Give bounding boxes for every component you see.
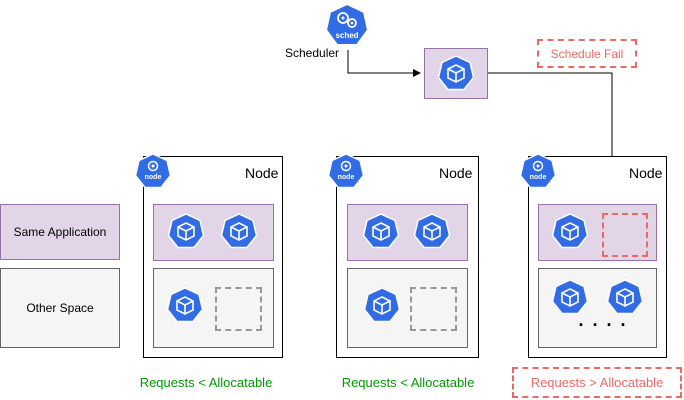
legend-same-application-text: Same Application xyxy=(13,225,107,239)
node-3-badge: node xyxy=(529,174,547,181)
scheduler-arrow xyxy=(347,50,421,77)
node-2-free-slot xyxy=(410,287,457,331)
pod-icon xyxy=(362,213,400,251)
node-1-badge: node xyxy=(144,174,162,181)
scheduler-badge: sched xyxy=(335,31,359,40)
pod-icon xyxy=(606,279,644,317)
node-3-title: Node xyxy=(629,165,663,181)
schedule-fail-text: Schedule Fail xyxy=(550,46,624,61)
pod-icon xyxy=(363,287,401,325)
node-2-badge: node xyxy=(337,174,355,181)
node-3-status: Requests > Allocatable xyxy=(530,375,664,390)
node-3-node-icon: node xyxy=(519,153,557,191)
node-1-status: Requests < Allocatable xyxy=(139,375,273,390)
pending-pod-icon xyxy=(437,55,475,93)
legend-other-space: Other Space xyxy=(0,268,120,348)
pod-icon xyxy=(551,279,589,317)
node-1-free-slot xyxy=(215,287,262,331)
node-2-status: Requests < Allocatable xyxy=(341,375,475,390)
schedule-fail-label: Schedule Fail xyxy=(537,39,637,68)
node-2-title: Node xyxy=(439,165,473,181)
pod-icon xyxy=(166,287,204,325)
pod-icon xyxy=(167,213,205,251)
node-3-overflow-slot xyxy=(602,213,648,257)
pod-icon xyxy=(551,213,589,251)
node-1-node-icon: node xyxy=(134,153,172,191)
node-3-status-box: Requests > Allocatable xyxy=(512,367,682,398)
node-1-title: Node xyxy=(245,165,279,181)
pod-icon xyxy=(413,213,451,251)
legend-same-application: Same Application xyxy=(0,204,120,260)
legend-other-space-text: Other Space xyxy=(26,301,94,315)
pod-icon xyxy=(220,213,258,251)
scheduler-label: Scheduler xyxy=(285,46,340,60)
scheduler-icon: sched xyxy=(324,3,370,49)
node-3-ellipsis: . . . . xyxy=(578,310,628,330)
node-2-node-icon: node xyxy=(327,153,365,191)
